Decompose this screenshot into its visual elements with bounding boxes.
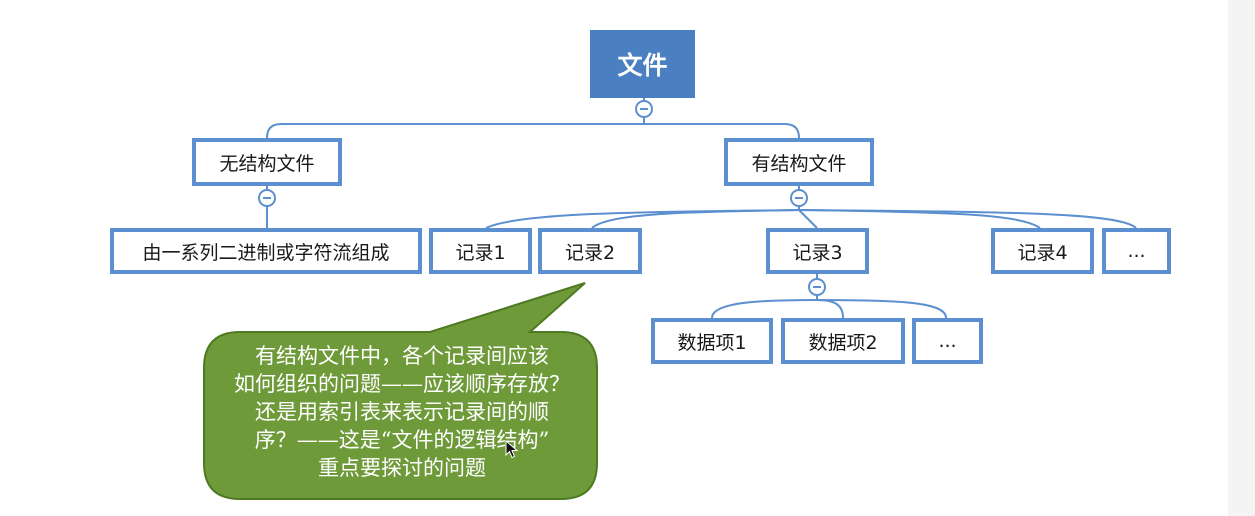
node-unstructured-label: 无结构文件: [219, 152, 315, 175]
collapse-icon[interactable]: [635, 100, 653, 118]
node-record-more-label: ...: [1127, 240, 1146, 262]
node-data-item-label: 数据项2: [808, 331, 878, 354]
node-structured-file[interactable]: 有结构文件: [724, 138, 874, 186]
node-record-label: 记录2: [564, 241, 616, 264]
node-data-item-more[interactable]: ...: [912, 318, 983, 364]
callout-text: 有结构文件中，各个记录间应该 如何组织的问题——应该顺序存放？ 还是用索引表来表…: [208, 342, 596, 482]
right-margin-band: [1228, 0, 1255, 516]
node-record-2[interactable]: 记录2: [538, 228, 642, 274]
node-record-more[interactable]: ...: [1102, 228, 1171, 274]
node-data-item-label: 数据项1: [677, 331, 747, 354]
node-record-label: 记录1: [455, 241, 506, 264]
collapse-icon[interactable]: [808, 278, 826, 296]
node-unstructured-file[interactable]: 无结构文件: [192, 138, 342, 186]
callout-line-3: 还是用索引表来表示记录间的顺: [255, 400, 549, 424]
callout-line-1: 有结构文件中，各个记录间应该: [255, 344, 549, 368]
node-record-3[interactable]: 记录3: [766, 228, 869, 274]
mouse-cursor-icon: [505, 440, 519, 459]
node-binary-stream[interactable]: 由一系列二进制或字符流组成: [110, 228, 422, 274]
collapse-icon[interactable]: [790, 189, 808, 207]
node-record-1[interactable]: 记录1: [429, 228, 532, 274]
collapse-icon[interactable]: [258, 189, 276, 207]
callout-line-4: 序？——这是“文件的逻辑结构”: [254, 428, 550, 452]
root-node-label: 文件: [617, 51, 668, 80]
node-data-item-2[interactable]: 数据项2: [781, 318, 905, 364]
node-data-item-1[interactable]: 数据项1: [651, 318, 773, 364]
callout-line-2: 如何组织的问题——应该顺序存放？: [234, 372, 570, 396]
callout-line-5: 重点要探讨的问题: [318, 456, 486, 480]
root-node-file[interactable]: 文件: [590, 30, 695, 98]
node-record-label: 记录3: [792, 241, 843, 264]
node-structured-label: 有结构文件: [751, 152, 847, 175]
node-record-label: 记录4: [1017, 241, 1068, 264]
node-data-item-more-label: ...: [938, 330, 957, 352]
node-binary-stream-label: 由一系列二进制或字符流组成: [142, 241, 390, 264]
node-record-4[interactable]: 记录4: [991, 228, 1094, 274]
